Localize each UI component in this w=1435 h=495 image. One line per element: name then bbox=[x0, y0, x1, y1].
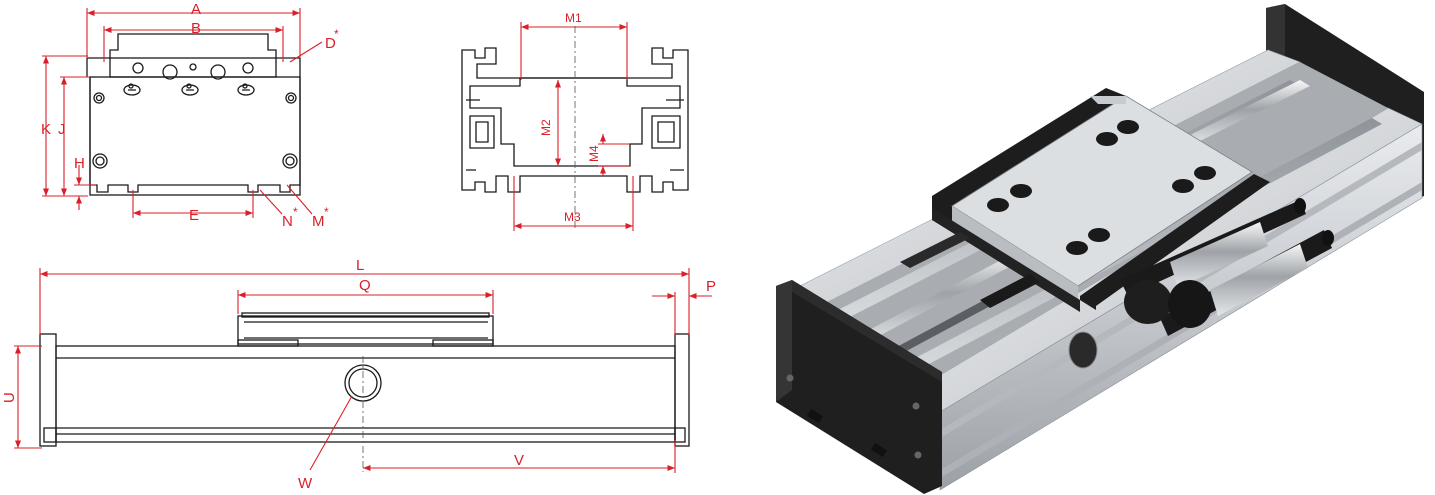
dimension-D: D * bbox=[289, 27, 339, 63]
label-M1: M1 bbox=[565, 11, 582, 25]
side-body-profile bbox=[55, 345, 676, 443]
front-end-view: A B D * K J H bbox=[41, 1, 339, 230]
label-P: P bbox=[706, 278, 716, 295]
profile-cross-section: M1 M2 M4 M3 bbox=[461, 11, 689, 231]
front-view-mount-holes bbox=[92, 62, 298, 169]
label-E: E bbox=[189, 207, 199, 224]
dimension-K: K bbox=[41, 55, 88, 197]
label-M4: M4 bbox=[587, 145, 601, 162]
carriage-mounting-holes bbox=[987, 120, 1216, 255]
profile-inner-cavity bbox=[469, 77, 681, 167]
front-view-outline bbox=[86, 33, 301, 193]
label-M2: M2 bbox=[539, 119, 553, 136]
dimension-J: J bbox=[58, 76, 90, 196]
dimension-Q: Q bbox=[237, 277, 494, 314]
dimension-M4: M4 bbox=[587, 134, 630, 176]
shock-absorbers bbox=[1120, 198, 1334, 336]
dimension-M2: M2 bbox=[539, 80, 562, 166]
profile-outer-outline bbox=[461, 47, 689, 193]
dimension-M3: M3 bbox=[513, 176, 634, 231]
label-N: N bbox=[282, 213, 293, 230]
label-D: D bbox=[325, 35, 336, 52]
dimension-M: M * bbox=[286, 184, 329, 230]
side-carriage bbox=[237, 312, 494, 347]
front-view-base-plate bbox=[89, 76, 301, 196]
profile-right-channel bbox=[651, 115, 681, 149]
dimension-A: A bbox=[86, 1, 301, 57]
label-D-star: * bbox=[334, 27, 339, 41]
dimension-P: P bbox=[652, 278, 716, 335]
dimension-E: E bbox=[132, 190, 254, 224]
label-V: V bbox=[514, 452, 524, 469]
dimension-B: B bbox=[103, 20, 284, 62]
carriage-end-cap-left bbox=[932, 88, 1126, 230]
dimension-W: W bbox=[298, 395, 353, 492]
label-K: K bbox=[41, 121, 51, 138]
label-L: L bbox=[356, 257, 364, 274]
label-A: A bbox=[191, 1, 201, 18]
side-view: L Q P U V W bbox=[1, 257, 716, 492]
label-U: U bbox=[1, 392, 18, 403]
profile-access-hole bbox=[1068, 331, 1098, 369]
carriage-end-cap-right bbox=[1080, 174, 1270, 310]
label-H: H bbox=[74, 155, 85, 172]
dimension-N: N * bbox=[259, 189, 298, 230]
label-B: B bbox=[191, 20, 201, 37]
label-J: J bbox=[58, 121, 66, 138]
side-left-end-plate bbox=[39, 333, 57, 447]
label-N-star: * bbox=[293, 205, 298, 219]
dimension-L: L bbox=[39, 257, 690, 335]
front-view-top-rail bbox=[109, 57, 277, 78]
label-W: W bbox=[298, 475, 313, 492]
dimension-U: U bbox=[1, 345, 42, 449]
label-M: M bbox=[312, 213, 325, 230]
dimension-H: H bbox=[74, 155, 96, 210]
linear-actuator-3d-render bbox=[776, 4, 1424, 494]
label-M3: M3 bbox=[564, 210, 581, 224]
dimension-V: V bbox=[363, 440, 676, 473]
profile-left-channel bbox=[469, 115, 495, 149]
side-right-end-plate bbox=[674, 333, 690, 447]
dimension-M1: M1 bbox=[520, 11, 628, 80]
label-M-star: * bbox=[324, 205, 329, 219]
front-view-keyhole-slots bbox=[123, 83, 255, 96]
front-end-plate bbox=[776, 280, 942, 494]
label-Q: Q bbox=[359, 277, 371, 294]
